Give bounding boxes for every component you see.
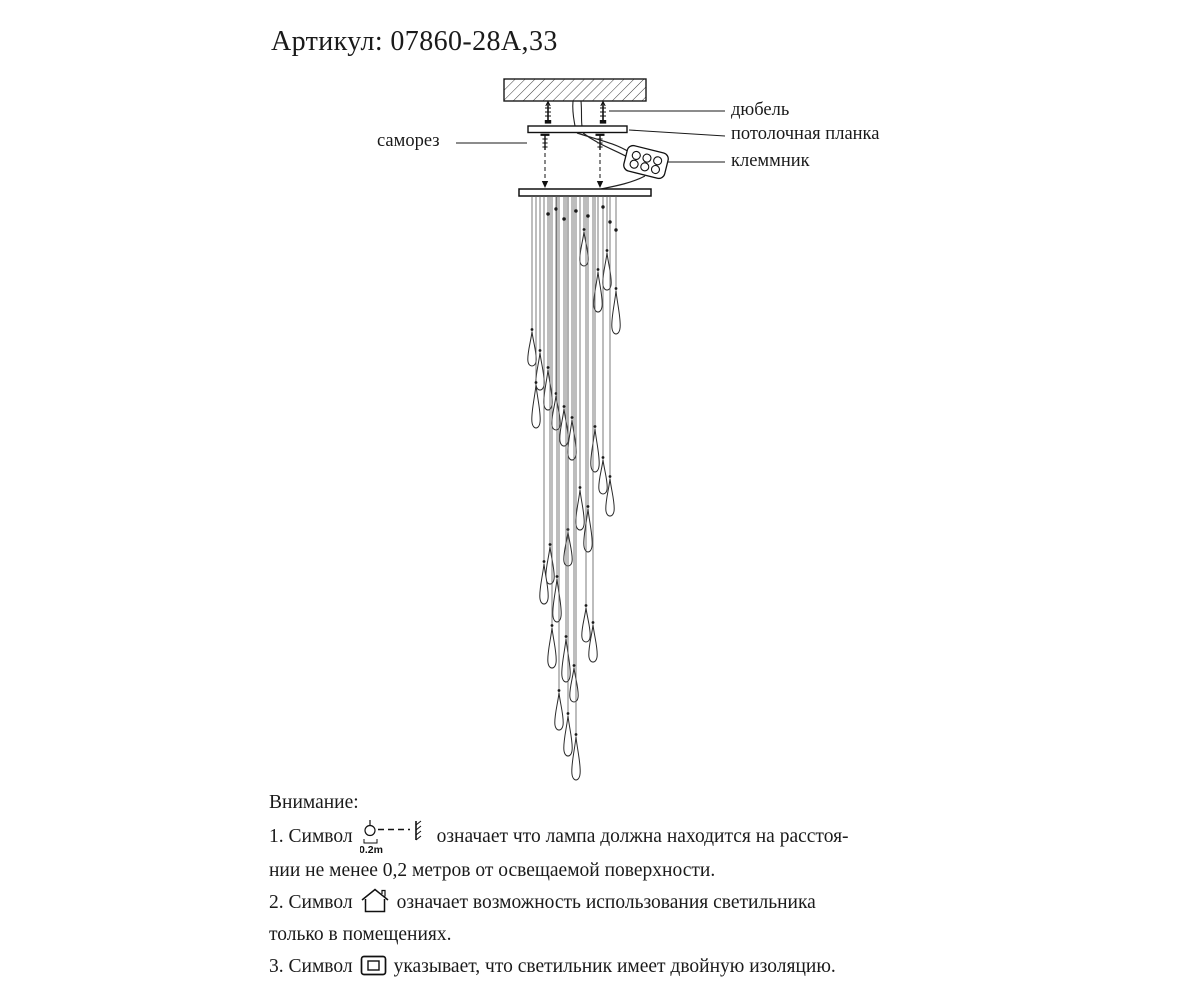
indoor-use-symbol <box>360 887 390 919</box>
notes-heading: Внимание: <box>269 792 359 813</box>
note-3-prefix: 3. Символ <box>269 956 353 977</box>
note-1-prefix: 1. Символ <box>269 826 353 847</box>
terminal-block-graphic <box>623 144 669 180</box>
note-2-prefix: 2. Символ <box>269 892 353 913</box>
mounting-screws-graphic <box>539 133 606 190</box>
min-distance-symbol: 0.2m <box>359 819 430 856</box>
article-title: Артикул: 07860-28А,33 <box>271 26 558 57</box>
pendant-drops-graphic <box>527 196 621 781</box>
dowel-screws-graphic <box>543 100 608 125</box>
ceiling-graphic <box>503 78 647 102</box>
note-1-line-2: нии не менее 0,2 метров от освещаемой по… <box>269 860 716 881</box>
note-1-line-1: 1. Символ 0.2m означает что лампа должна… <box>269 819 989 856</box>
double-insulation-symbol <box>360 951 387 983</box>
label-planka: потолочная планка <box>731 124 880 144</box>
supply-wires-graphic <box>572 100 583 127</box>
note-2-line-1: 2. Символ означает возможность использов… <box>269 887 989 919</box>
note-2-line-2: только в помещениях. <box>269 924 452 945</box>
label-dyubel: дюбель <box>731 100 790 120</box>
distance-value-label: 0.2m <box>360 844 383 855</box>
note-2-text: означает возможность использования свети… <box>396 892 816 913</box>
leader-lines <box>456 110 726 163</box>
label-samorez: саморез <box>377 131 440 151</box>
note-3-line-1: 3. Символ указывает, что светильник имее… <box>269 951 989 983</box>
label-klemmnik: клеммник <box>731 151 810 171</box>
ceiling-bar-graphic <box>527 125 628 134</box>
note-3-text: указывает, что светильник имеет двойную … <box>393 956 836 977</box>
note-1-text: означает что лампа должна находится на р… <box>436 826 849 847</box>
notes-section: Внимание: 1. Символ 0.2m означает что ла… <box>269 787 989 983</box>
canopy-plate-graphic <box>518 188 652 197</box>
